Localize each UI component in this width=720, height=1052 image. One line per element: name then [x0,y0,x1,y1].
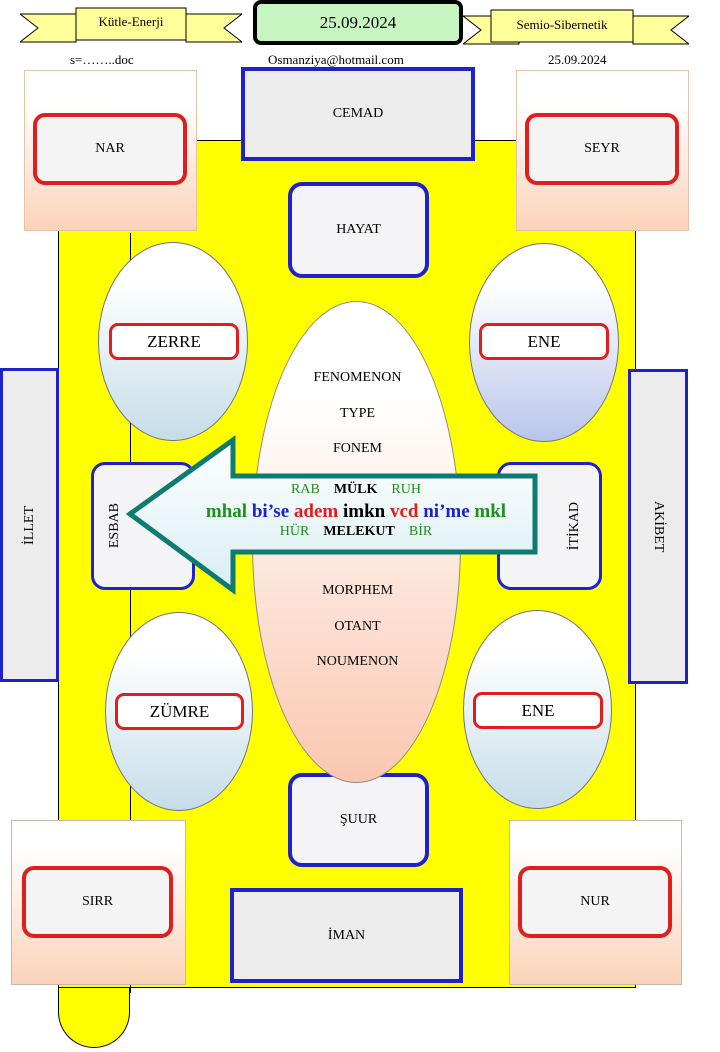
type-label: TYPE [340,406,375,421]
nar-box: NAR [33,113,187,185]
fonem-label: FONEM [332,441,382,456]
arrow-row-1: RAB MÜLK RUH [186,482,526,502]
akibet-label: AKİBET [651,500,666,553]
zumre-box: ZÜMRE [115,693,244,730]
small-date-label: 25.09.2024 [548,52,607,67]
imkn-word: imkn [342,501,386,522]
fenomenon-label: FENOMENON [313,370,402,385]
left-ribbon-label: Kütle-Enerji [98,14,164,29]
seyr-box: SEYR [525,113,679,185]
melekut-label: MELEKUT [323,524,395,539]
adem-word: adem [293,501,339,522]
inner-divider-line [130,233,131,993]
nur-box: NUR [518,866,672,938]
iman-box: İMAN [230,888,463,983]
arrow-row-2: mhal bi’se adem imkn vcd ni’me mkl [176,501,536,527]
ruh-label: RUH [391,482,421,497]
illet-box: İLLET [0,368,59,682]
zerre-box: ZERRE [109,323,239,360]
mulk-label: MÜLK [333,482,378,497]
sirr-box: SIRR [22,866,173,938]
nime-word: ni’me [423,501,470,522]
header-date-box: 25.09.2024 [253,0,463,45]
vcd-word: vcd [389,501,419,522]
right-ribbon-shape [463,9,689,45]
left-ribbon-shape [20,7,242,43]
hur-label: HÜR [279,524,310,539]
right-ribbon-label: Semio-Sibernetik [516,17,608,32]
bise-word: bi’se [251,501,290,522]
bir-label: BİR [408,524,433,539]
cemad-box: CEMAD [241,67,475,161]
rab-label: RAB [291,482,320,497]
ene-bottom-box: ENE [473,692,603,729]
akibet-box: AKİBET [628,369,688,684]
mkl-word: mkl [474,501,507,522]
mhal-word: mhal [205,501,248,522]
email-label: Osmanziya@hotmail.com [268,52,404,67]
suur-box: ŞUUR [288,773,429,867]
otant-label: OTANT [334,619,381,634]
arrow-row-3: HÜR MELEKUT BİR [186,524,526,544]
hayat-box: HAYAT [288,182,429,278]
filename-label: s=……..doc [70,52,134,67]
ene-top-box: ENE [479,323,609,360]
morphem-label: MORPHEM [322,583,393,598]
noumenon-label: NOUMENON [316,654,399,669]
